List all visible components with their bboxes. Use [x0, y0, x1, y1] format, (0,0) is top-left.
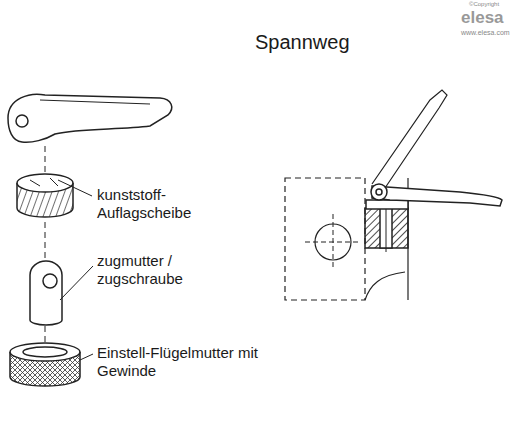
left-parts [8, 94, 172, 386]
label-holder: www.elesa.com [461, 29, 509, 37]
label-holder: Einstell-Flügelmutter mit Gewinde [97, 344, 272, 380]
label-holder: kunststoff- Auflagscheibe [97, 186, 212, 222]
part-label: kunststoff- Auflagscheibe [97, 186, 212, 222]
label-holder: ©Copyright [469, 1, 509, 8]
view-title: Spannweg [255, 30, 375, 54]
brand-logo: elesa [461, 8, 509, 28]
part-label: Einstell-Flügelmutter mit Gewinde [97, 344, 272, 380]
label-holder: elesa [461, 8, 509, 28]
watermark-url: www.elesa.com [461, 29, 509, 37]
part-label: zugmutter / zugschraube [97, 252, 197, 288]
label-holder: Spannweg [255, 30, 375, 54]
clamping-view [285, 90, 502, 300]
label-holder: zugmutter / zugschraube [97, 252, 197, 288]
copyright-note: ©Copyright [469, 1, 509, 8]
